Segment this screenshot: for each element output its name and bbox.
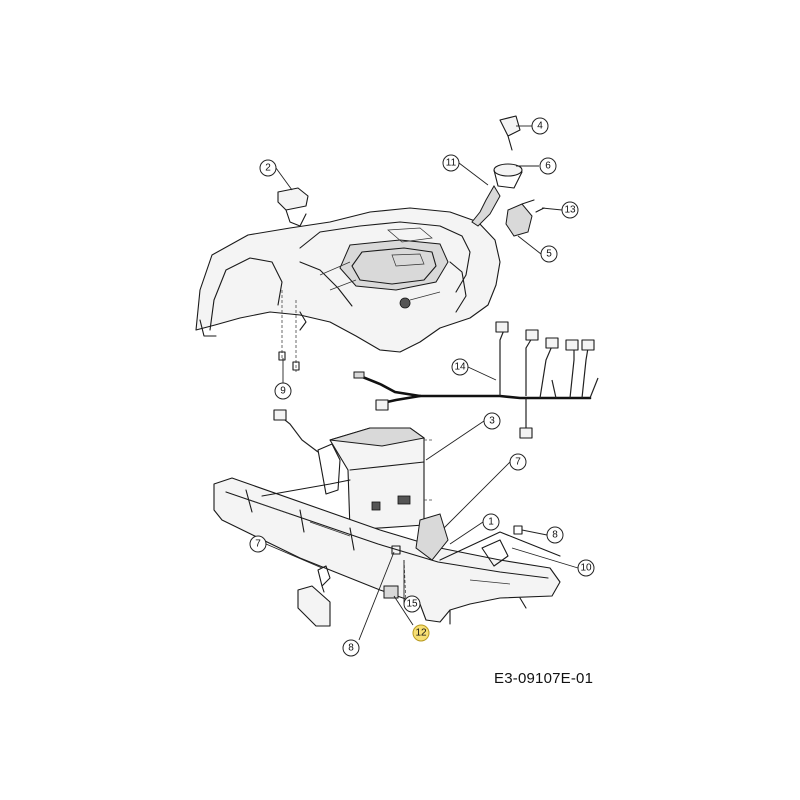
- control-box-part: [273, 409, 432, 531]
- svg-text:5: 5: [546, 249, 552, 260]
- callout-12[interactable]: 12: [412, 624, 430, 642]
- callouts: 4 6 11 2 13 5 14 9 3 7 1 8 10 7 15 12 8: [249, 117, 595, 657]
- relay-part: [383, 585, 399, 599]
- svg-text:15: 15: [406, 599, 418, 610]
- callout-13[interactable]: 13: [561, 201, 579, 219]
- callout-11[interactable]: 11: [442, 154, 460, 172]
- callout-2[interactable]: 2: [259, 159, 277, 177]
- svg-text:3: 3: [489, 416, 495, 427]
- svg-text:8: 8: [348, 643, 354, 654]
- drawing-code: E3-09107E-01: [494, 670, 594, 687]
- callout-4[interactable]: 4: [531, 117, 549, 135]
- callout-3[interactable]: 3: [483, 412, 501, 430]
- bracket-lower-left: [297, 565, 331, 627]
- callout-15[interactable]: 15: [403, 595, 421, 613]
- ignition-switch-part: [471, 163, 523, 227]
- svg-text:12: 12: [415, 628, 427, 639]
- svg-text:6: 6: [545, 161, 551, 172]
- callout-9[interactable]: 9: [274, 382, 292, 400]
- svg-text:14: 14: [454, 362, 466, 373]
- svg-text:8: 8: [552, 530, 558, 541]
- svg-text:2: 2: [265, 163, 271, 174]
- callout-1[interactable]: 1: [482, 513, 500, 531]
- svg-text:1: 1: [488, 517, 494, 528]
- pto-switch-part: [505, 199, 545, 237]
- callout-6[interactable]: 6: [539, 157, 557, 175]
- callout-8-right[interactable]: 8: [546, 526, 564, 544]
- bolts-part: [278, 290, 300, 372]
- ignition-key-part: [499, 115, 521, 151]
- seat-switch-part: [277, 187, 309, 227]
- leader-lines: [265, 125, 579, 641]
- svg-text:13: 13: [564, 205, 576, 216]
- wire-harness: [353, 321, 599, 439]
- svg-text:9: 9: [280, 386, 286, 397]
- callout-7-upper[interactable]: 7: [509, 453, 527, 471]
- fender-body: [195, 207, 501, 353]
- svg-text:11: 11: [446, 158, 457, 169]
- callout-7-lower[interactable]: 7: [249, 535, 267, 553]
- callout-10[interactable]: 10: [577, 559, 595, 577]
- svg-text:10: 10: [580, 563, 592, 574]
- frame-chassis: [213, 477, 561, 625]
- callout-5[interactable]: 5: [540, 245, 558, 263]
- svg-text:7: 7: [515, 457, 521, 468]
- screw-part: [391, 525, 523, 555]
- svg-text:4: 4: [537, 121, 543, 132]
- svg-text:7: 7: [255, 539, 261, 550]
- callout-14[interactable]: 14: [451, 358, 469, 376]
- callout-8-left[interactable]: 8: [342, 639, 360, 657]
